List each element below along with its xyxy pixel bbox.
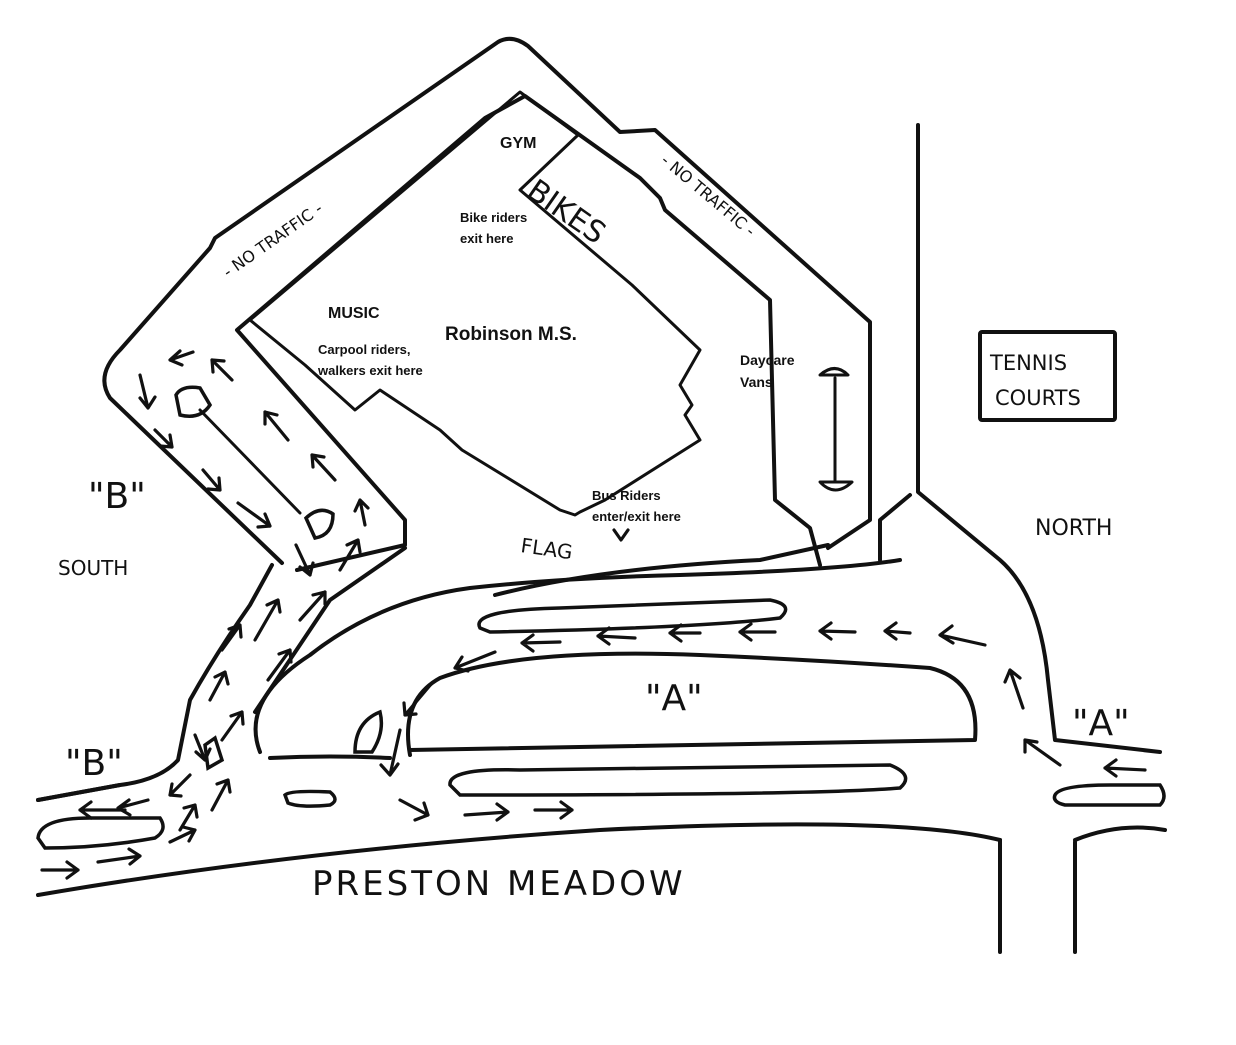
drive-a [253, 558, 978, 797]
gym-label: GYM [500, 135, 536, 152]
arrow-b-2 [138, 373, 157, 410]
arrow-a-14 [1003, 668, 1025, 710]
arrow-a-10 [379, 728, 402, 777]
arrow-b-7 [210, 358, 234, 382]
bus-entrance-marker [612, 528, 630, 542]
arrow-b-1 [168, 349, 195, 367]
arrow-b-20 [210, 778, 232, 812]
arrow-a-3 [818, 621, 857, 641]
tennis-courts-box [978, 330, 1117, 422]
school-name: Robinson M.S. [445, 324, 577, 345]
arrow-b-6 [294, 543, 315, 577]
arrow-b-10 [353, 498, 370, 527]
bus-riders-line-1: Bus Riders [592, 488, 661, 503]
arrow-a-4 [738, 622, 777, 642]
daycare-label: Daycare Vans [740, 352, 798, 390]
daycare-parking [818, 367, 854, 492]
arrow-b-3 [153, 428, 174, 449]
arrow-b-5 [236, 501, 272, 529]
lane-b-lower-label: "B" [65, 743, 123, 784]
arrow-street-5 [168, 825, 197, 844]
ring-road [102, 36, 872, 597]
tennis-courts-label: TENNIS COURTS [989, 351, 1081, 410]
arrow-b-11 [338, 538, 362, 572]
carpool-exit-label: Carpool riders, walkers exit here [317, 342, 423, 378]
arrow-a-11 [398, 798, 430, 822]
arrow-a-5 [668, 623, 702, 643]
arrow-b-12 [298, 590, 327, 622]
east-road [878, 123, 1162, 954]
arrow-a-2 [883, 621, 912, 641]
arrow-a-16 [1103, 758, 1147, 778]
arrow-a-8 [453, 650, 497, 673]
arrow-a-6 [596, 626, 637, 646]
traffic-arrows [40, 349, 1147, 880]
arrow-b-9 [310, 453, 337, 482]
arrow-b-8 [263, 410, 290, 442]
arrow-b-4 [201, 468, 222, 492]
tennis-courts-line-2: COURTS [995, 386, 1081, 410]
school-building [248, 90, 702, 517]
arrow-a-13 [533, 800, 574, 820]
arrow-a-12 [463, 802, 510, 822]
lane-a-right-label: "A" [1072, 703, 1130, 744]
arrow-street-4 [96, 847, 142, 866]
arrow-b-19 [168, 773, 192, 798]
carpool-exit-line-1: Carpool riders, [318, 342, 410, 357]
daycare-line-1: Daycare [740, 352, 795, 368]
music-label: MUSIC [328, 305, 380, 322]
arrow-a-7 [520, 633, 562, 653]
daycare-line-2: Vans [740, 374, 773, 390]
south-label: SOUTH [58, 556, 128, 580]
bus-riders-line-2: enter/exit here [592, 509, 681, 524]
arrow-a-9 [402, 681, 434, 717]
arrow-street-2 [116, 798, 150, 817]
carpool-exit-line-2: walkers exit here [317, 363, 423, 378]
street-name: PRESTON MEADOW [312, 864, 686, 904]
arrow-a-15 [1023, 738, 1062, 767]
no-traffic-right: - NO TRAFFIC - [657, 151, 759, 241]
lane-a-center-label: "A" [645, 678, 703, 719]
tennis-courts-line-1: TENNIS [989, 351, 1067, 375]
bike-exit-line-2: exit here [460, 231, 513, 246]
arrow-b-14 [266, 648, 293, 682]
arrow-b-21 [178, 803, 199, 832]
flag-label: FLAG [519, 533, 574, 564]
arrow-a-1 [938, 624, 987, 647]
bike-exit-label: Bike riders exit here [460, 210, 531, 246]
preston-meadow-road [36, 754, 1167, 897]
arrow-street-3 [40, 860, 80, 880]
arrow-street-1 [78, 800, 127, 820]
arrow-b-16 [208, 670, 230, 702]
north-label: NORTH [1035, 516, 1112, 541]
bus-riders-label: Bus Riders enter/exit here [592, 488, 681, 524]
arrow-b-15 [220, 623, 243, 652]
arrow-b-17 [220, 710, 245, 742]
bikes-label: BIKES [520, 173, 611, 252]
bike-exit-line-1: Bike riders [460, 210, 527, 225]
arrow-b-18 [193, 733, 212, 762]
lane-b-upper-label: "B" [88, 476, 146, 517]
arrow-b-13 [253, 598, 282, 642]
